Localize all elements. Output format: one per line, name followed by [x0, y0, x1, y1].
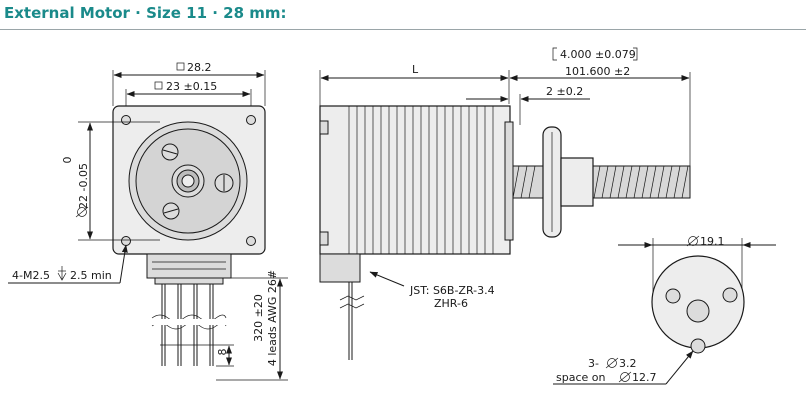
connector-callout: JST: S6B-ZR-3.4 ZHR-6	[369, 271, 495, 310]
diameter-symbol-icon	[75, 206, 89, 218]
mount-hole	[246, 115, 256, 125]
cooling-fins	[348, 106, 494, 254]
thread-depth: 2.5 min	[70, 269, 112, 282]
screw-length-mm: 101.600 ±2	[565, 65, 630, 78]
nut-view: 19.1 3- 3.2 space on 12.7	[553, 235, 776, 385]
lead-housing	[146, 253, 232, 279]
mount-hole	[121, 115, 131, 125]
nut-diameter-dimension: 19.1	[618, 235, 776, 248]
diameter-value: 22 -0.05	[77, 163, 90, 209]
holes-count: 3-	[588, 357, 599, 370]
depth-symbol-icon	[57, 266, 67, 281]
thread-callout: 4-M2.5 2.5 min	[8, 244, 128, 284]
square-inner-dimension: 23 ±0.15	[126, 80, 251, 97]
center-bore	[686, 299, 710, 323]
spacing-value: 12.7	[632, 371, 657, 384]
side-view: L 4.000 ±0.079 101.600 ±2 2 ±0.2	[319, 47, 691, 360]
square-outer-dimension: 28.2	[113, 61, 265, 78]
diameter-symbol-icon	[618, 371, 632, 383]
lead-length-dimension: 320 ±20 4 leads AWG 26#	[252, 270, 283, 380]
strip-length-label: 8	[216, 349, 229, 356]
connector-part: JST: S6B-ZR-3.4	[409, 284, 495, 297]
screw-nut	[542, 126, 594, 238]
holes-callout: 3- 3.2 space on 12.7	[553, 350, 694, 385]
length-label: L	[412, 63, 419, 76]
length-dimension: L	[320, 63, 509, 81]
front-view: 28.2 23 ±0.15 0 22 -0.05	[8, 61, 288, 381]
screw-length-inch: 4.000 ±0.079	[560, 48, 636, 61]
leads-note: 4 leads AWG 26#	[266, 270, 279, 366]
header-divider	[0, 29, 806, 30]
square-symbol-icon	[176, 62, 185, 71]
motor-body	[319, 105, 511, 255]
nut-hole	[690, 338, 706, 354]
lead-screw	[512, 165, 691, 199]
header: External Motor · Size 11 · 28 mm:	[0, 0, 806, 30]
nut-diameter-label: 19.1	[700, 235, 725, 248]
lead-wires	[150, 284, 228, 366]
mount-hole	[121, 236, 131, 246]
connector-housing	[319, 253, 361, 283]
thread-size: 4-M2.5	[12, 269, 50, 282]
nut-hole	[722, 287, 738, 303]
mount-hole	[246, 236, 256, 246]
diameter-symbol-icon	[686, 235, 700, 247]
screw-length-dimension: 4.000 ±0.079 101.600 ±2	[509, 47, 690, 81]
diameter-symbol-icon	[605, 357, 619, 369]
front-flange-edge	[504, 121, 514, 241]
spacing-prefix: space on	[556, 371, 605, 384]
lead-length-label: 320 ±20	[252, 294, 265, 342]
square-symbol-icon	[154, 81, 163, 90]
strip-length-dimension: 8	[216, 345, 232, 366]
holes-size: 3.2	[619, 357, 637, 370]
offset-dimension: 2 ±0.2	[466, 85, 590, 125]
diameter-dimension: 0 22 -0.05	[61, 122, 93, 240]
connector-mate: ZHR-6	[434, 297, 468, 310]
diameter-upper-tol: 0	[61, 157, 74, 164]
nut-hole	[665, 288, 681, 304]
offset-label: 2 ±0.2	[546, 85, 583, 98]
square-outer-label: 28.2	[187, 61, 212, 74]
page-title: External Motor · Size 11 · 28 mm:	[4, 4, 287, 22]
square-inner-label: 23 ±0.15	[166, 80, 217, 93]
